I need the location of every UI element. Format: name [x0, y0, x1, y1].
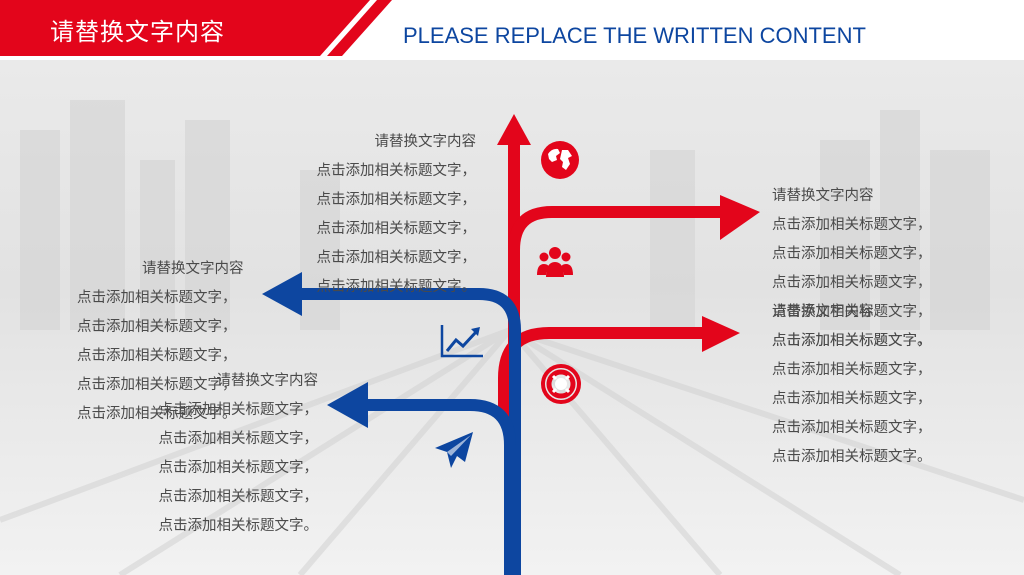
block-heading: 请替换文字内容 — [374, 134, 477, 150]
block-line: 点击添加相关标题文字， — [77, 290, 237, 306]
red-right-branch-upper — [508, 206, 722, 251]
block-line: 点击添加相关标题文字， — [772, 246, 932, 262]
block-line: 点击添加相关标题文字， — [772, 391, 932, 407]
globe-icon — [541, 141, 579, 179]
red-right-arrowhead-upper — [720, 195, 760, 240]
paper-plane-icon — [435, 432, 473, 468]
text-block-left-upper: 请替换文字内容 点击添加相关标题文字， 点击添加相关标题文字， 点击添加相关标题… — [77, 255, 277, 429]
block-line: 点击添加相关标题文字， — [158, 489, 319, 505]
trend-chart-icon — [440, 325, 483, 358]
blue-left-branch-upper — [300, 288, 521, 575]
block-line: 点击添加相关标题文字， — [77, 319, 237, 335]
block-line: 点击添加相关标题文字， — [772, 304, 932, 320]
block-line: 点击添加相关标题文字， — [316, 163, 477, 179]
text-block-right-upper: 请替换文字内容 点击添加相关标题文字， 点击添加相关标题文字， 点击添加相关标题… — [772, 182, 972, 356]
red-up-arrowhead — [497, 114, 531, 145]
block-line: 点击添加相关标题文字， — [158, 402, 319, 418]
block-line: 点击添加相关标题文字， — [77, 348, 237, 364]
people-icon — [537, 247, 573, 277]
block-heading: 请替换文字内容 — [216, 373, 319, 389]
block-line: 点击添加相关标题文字， — [316, 192, 477, 208]
text-block-left-lower: 请替换文字内容 点击添加相关标题文字， 点击添加相关标题文字， 点击添加相关标题… — [120, 367, 319, 541]
red-right-arrowhead-lower — [702, 316, 740, 352]
title-banner — [0, 0, 392, 56]
block-heading: 请替换文字内容 — [772, 188, 874, 204]
block-line: 点击添加相关标题文字， — [158, 460, 319, 476]
blue-left-branch-lower — [365, 399, 516, 575]
lifebuoy-icon — [541, 364, 581, 404]
block-line: 点击添加相关标题文字。 — [316, 279, 477, 295]
block-line: 点击添加相关标题文字， — [772, 333, 932, 349]
block-line: 点击添加相关标题文字。 — [77, 406, 237, 422]
block-line: 点击添加相关标题文字， — [316, 221, 477, 237]
red-right-branch-lower — [498, 327, 704, 420]
blue-left-arrowhead-upper — [262, 272, 302, 316]
block-line: 点击添加相关标题文字， — [158, 431, 319, 447]
block-line: 点击添加相关标题文字。 — [772, 333, 932, 349]
block-line: 点击添加相关标题文字， — [772, 362, 932, 378]
block-heading: 请替换文字内容 — [772, 304, 874, 320]
block-line: 点击添加相关标题文字， — [772, 275, 932, 291]
blue-left-arrowhead-lower — [327, 382, 368, 428]
block-line: 点击添加相关标题文字， — [316, 250, 477, 266]
block-line: 点击添加相关标题文字， — [77, 377, 237, 393]
text-block-top-center: 请替换文字内容 点击添加相关标题文字， 点击添加相关标题文字， 点击添加相关标题… — [280, 128, 477, 302]
block-heading: 请替换文字内容 — [142, 261, 244, 277]
page-subtitle: PLEASE REPLACE THE WRITTEN CONTENT — [403, 23, 866, 48]
block-line: 点击添加相关标题文字， — [772, 420, 932, 436]
block-line: 点击添加相关标题文字， — [772, 217, 932, 233]
block-line: 点击添加相关标题文字。 — [772, 449, 932, 465]
page-title: 请替换文字内容 — [50, 18, 225, 46]
text-block-right-lower: 请替换文字内容 点击添加相关标题文字， 点击添加相关标题文字， 点击添加相关标题… — [772, 298, 972, 472]
block-line: 点击添加相关标题文字。 — [158, 518, 319, 534]
